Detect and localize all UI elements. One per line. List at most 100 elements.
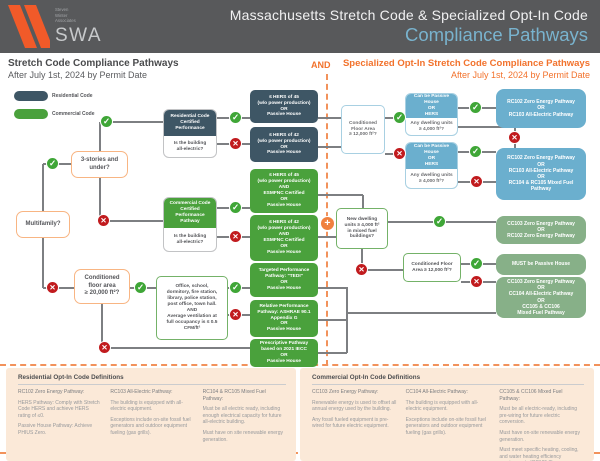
check-icon: ✓ [134,281,147,294]
dwelling-units-question: Any dwelling units ≥ 4,000 ft²? [410,120,453,132]
definition-column: CC104 All-Electric Pathway: The building… [406,389,491,461]
targeted-performance-box: Targeted Performance Pathway: "TEDI" OR … [250,263,318,297]
check-icon: ✓ [229,201,242,214]
logo-org-line: Winter [55,12,68,18]
check-icon: ✓ [469,101,482,114]
passive-house-hers-box-2: Can be Passive House OR HERS Any dwellin… [405,142,458,189]
connector-line [318,287,347,289]
connector-line [318,352,347,354]
definition-heading: CC104 All-Electric Pathway: [405,389,468,395]
definition-column: RC104 & RC105 Mixed Fuel Pathway: Must b… [203,389,286,447]
header-titles: Massachusetts Stretch Code & Specialized… [230,7,588,46]
connector-line [318,117,341,119]
connector-line [101,304,103,348]
definition-text: Must have on-site renewable energy gener… [499,429,580,443]
check-icon: ✓ [229,281,242,294]
left-section-header: Stretch Code Compliance Pathways After J… [8,58,179,80]
question-cfa-12000-commercial: Conditioned Floor Area ≥ 12,000 ft²? [403,253,461,282]
definition-text: Must meet specific heating, cooling, and… [499,447,579,461]
commercial-definitions-title: Commercial Opt-In Code Definitions [312,374,584,385]
left-section-title: Stretch Code Compliance Pathways [8,58,179,69]
check-icon: ✓ [393,111,406,124]
all-electric-question: Is the building all-electric? [173,233,207,245]
legend-commercial-label: Commercial Code [52,111,95,117]
commercial-certified-performance-box: Commercial Code Certified Performance Pa… [163,197,217,252]
swa-logo: Steven Winter Associates SWA [8,5,102,48]
definition-column: RC103 All-Electric Pathway: The building… [110,389,193,447]
definition-text: Exceptions include on-site fossil fuel g… [110,416,191,436]
x-icon: ✕ [393,147,406,160]
connector-line [99,122,101,151]
residential-definitions-panel: Residential Opt-In Code Definitions RC10… [6,368,296,461]
definition-text: Must be all electric-ready, including pr… [499,406,578,426]
legend-residential-swatch [14,91,48,101]
commercial-definitions-columns: CC103 Zero Energy Pathway: Renewable ene… [312,389,584,461]
passive-house-hers-label: Can be Passive House OR HERS [406,94,457,118]
definition-heading: RC103 All-Electric Pathway: [110,389,173,395]
connector-line [362,195,364,208]
connector-line [361,249,363,270]
x-icon: ✕ [508,131,521,144]
legend-commercial-swatch [14,109,48,119]
prescriptive-pathway-box: Prescriptive Pathway based on 2021 IECC … [250,339,318,367]
and-label: AND [311,60,331,70]
definition-text: The building is equipped with all-electr… [405,399,479,413]
connector-line [100,220,163,222]
page-title: Massachusetts Stretch Code & Specialized… [229,7,588,23]
definition-text: Any fossil fueled equipment is pre-wired… [312,416,389,430]
definition-text: Passive House Pathway: Achieve PHIUS Zer… [18,423,93,436]
question-new-dwelling-units: New dwelling units ≥ 4,000 ft² in mixed … [336,208,388,249]
definition-heading: CC105 & CC106 Mixed Fuel Pathway: [499,389,563,402]
definition-text: Must have on site renewable energy gener… [202,429,283,443]
question-three-stories: 3-stories and under? [71,151,128,178]
relative-performance-box: Relative Performance Pathway: ASHRAE 90.… [250,300,318,337]
residential-certified-performance-box: Residential Code Certified Performance I… [163,109,217,158]
legend-residential-label: Residential Code [52,93,93,99]
right-section-subtitle: After July 1st, 2024 by Permit Date [450,70,590,80]
connector-line [318,146,341,148]
plus-icon: + [320,216,335,231]
connector-line [100,121,163,123]
logo-org-line: Steven [55,7,69,12]
cc-rc-zero-result-box: CC103 Zero Energy Pathway OR RC102 Zero … [496,216,586,244]
residential-definitions-columns: RC102 Zero Energy Pathway: HERS Pathway:… [18,389,286,447]
connector-line [42,238,44,288]
commercial-definitions-panel: Commercial Opt-In Code Definitions CC103… [300,368,594,461]
x-icon: ✕ [229,308,242,321]
page-subtitle: Compliance Pathways [404,24,588,45]
logo-org-line: Associates [55,18,76,24]
dwelling-units-question: Any dwelling units ≥ 4,000 ft²? [410,172,453,184]
x-icon: ✕ [229,230,242,243]
right-section-title: Specialized Opt-In Stretch Code Complian… [342,58,590,69]
residential-certified-performance-label: Residential Code Certified Performance [164,110,216,136]
logo-acronym: SWA [55,24,103,46]
connector-line [102,347,250,349]
connector-line [458,126,515,128]
swa-logo-icon [8,5,50,48]
check-icon: ✓ [433,215,446,228]
check-icon: ✓ [470,257,483,270]
rc-all-options-result-box: RC102 Zero Energy Pathway OR RC103 All-E… [496,148,586,200]
check-icon: ✓ [229,111,242,124]
x-icon: ✕ [229,137,242,150]
cc-all-options-result-box: CC103 Zero Energy Pathway OR CC104 All-E… [496,277,586,318]
question-multifamily: Multifamily? [16,211,70,238]
definition-text: Renewable energy is used to offset all a… [312,399,397,413]
connector-line [99,178,101,221]
passive-house-hers-label: Can be Passive House OR HERS [406,143,457,169]
connector-line [346,287,348,353]
definition-heading: RC102 Zero Energy Pathway: [18,389,85,395]
definition-heading: RC104 & RC105 Mixed Fuel Pathway: [202,389,266,402]
connector-line [362,269,403,271]
definition-column: CC103 Zero Energy Pathway: Renewable ene… [312,389,397,461]
check-icon: ✓ [100,115,113,128]
connector-line [318,194,363,196]
commercial-certified-performance-label: Commercial Code Certified Performance Pa… [164,198,216,228]
connector-line [318,236,336,238]
definition-text: HERS Pathway: Comply with Stretch Code H… [18,399,100,419]
must-passive-house-result-box: MUST be Passive House [496,254,586,275]
left-section-subtitle: After July 1st, 2024 by Permit Date [8,70,148,80]
definition-column: CC105 & CC106 Mixed Fuel Pathway: Must b… [499,389,584,461]
residential-definitions-title: Residential Opt-In Code Definitions [18,374,286,385]
